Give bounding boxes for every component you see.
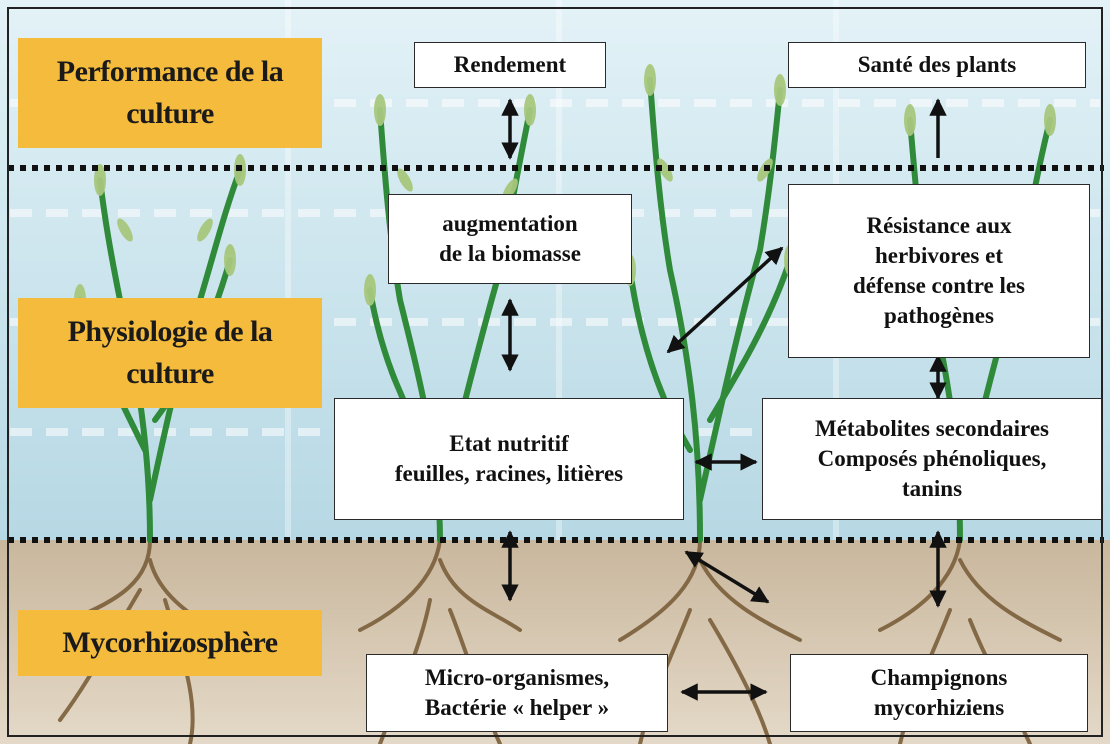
box-microorganismes: Micro-organismes, Bactérie « helper » xyxy=(366,654,668,732)
level-mycorhizosphere: Mycorhizosphère xyxy=(18,610,322,676)
box-sante-label: Santé des plants xyxy=(858,50,1016,80)
box-rendement-label: Rendement xyxy=(454,50,566,80)
box-biomasse-label: augmentation de la biomasse xyxy=(439,209,581,269)
box-sante: Santé des plants xyxy=(788,42,1086,88)
level-performance: Performance de la culture xyxy=(18,38,322,148)
box-microorganismes-label: Micro-organismes, Bactérie « helper » xyxy=(425,663,609,723)
box-resistance-label: Résistance aux herbivores et défense con… xyxy=(853,211,1025,331)
level-mycorhizosphere-label: Mycorhizosphère xyxy=(62,622,277,664)
box-metabolites-label: Métabolites secondaires Composés phénoli… xyxy=(815,414,1049,504)
level-performance-label: Performance de la culture xyxy=(57,51,283,135)
box-etat-label: Etat nutritif feuilles, racines, litière… xyxy=(395,429,623,489)
box-rendement: Rendement xyxy=(414,42,606,88)
box-resistance: Résistance aux herbivores et défense con… xyxy=(788,184,1090,358)
level-physiology: Physiologie de la culture xyxy=(18,298,322,408)
box-metabolites: Métabolites secondaires Composés phénoli… xyxy=(762,398,1102,520)
box-champignons-label: Champignons mycorhiziens xyxy=(871,663,1008,723)
level-physiology-label: Physiologie de la culture xyxy=(68,311,273,395)
box-biomasse: augmentation de la biomasse xyxy=(388,194,632,284)
box-etat: Etat nutritif feuilles, racines, litière… xyxy=(334,398,684,520)
box-champignons: Champignons mycorhiziens xyxy=(790,654,1088,732)
